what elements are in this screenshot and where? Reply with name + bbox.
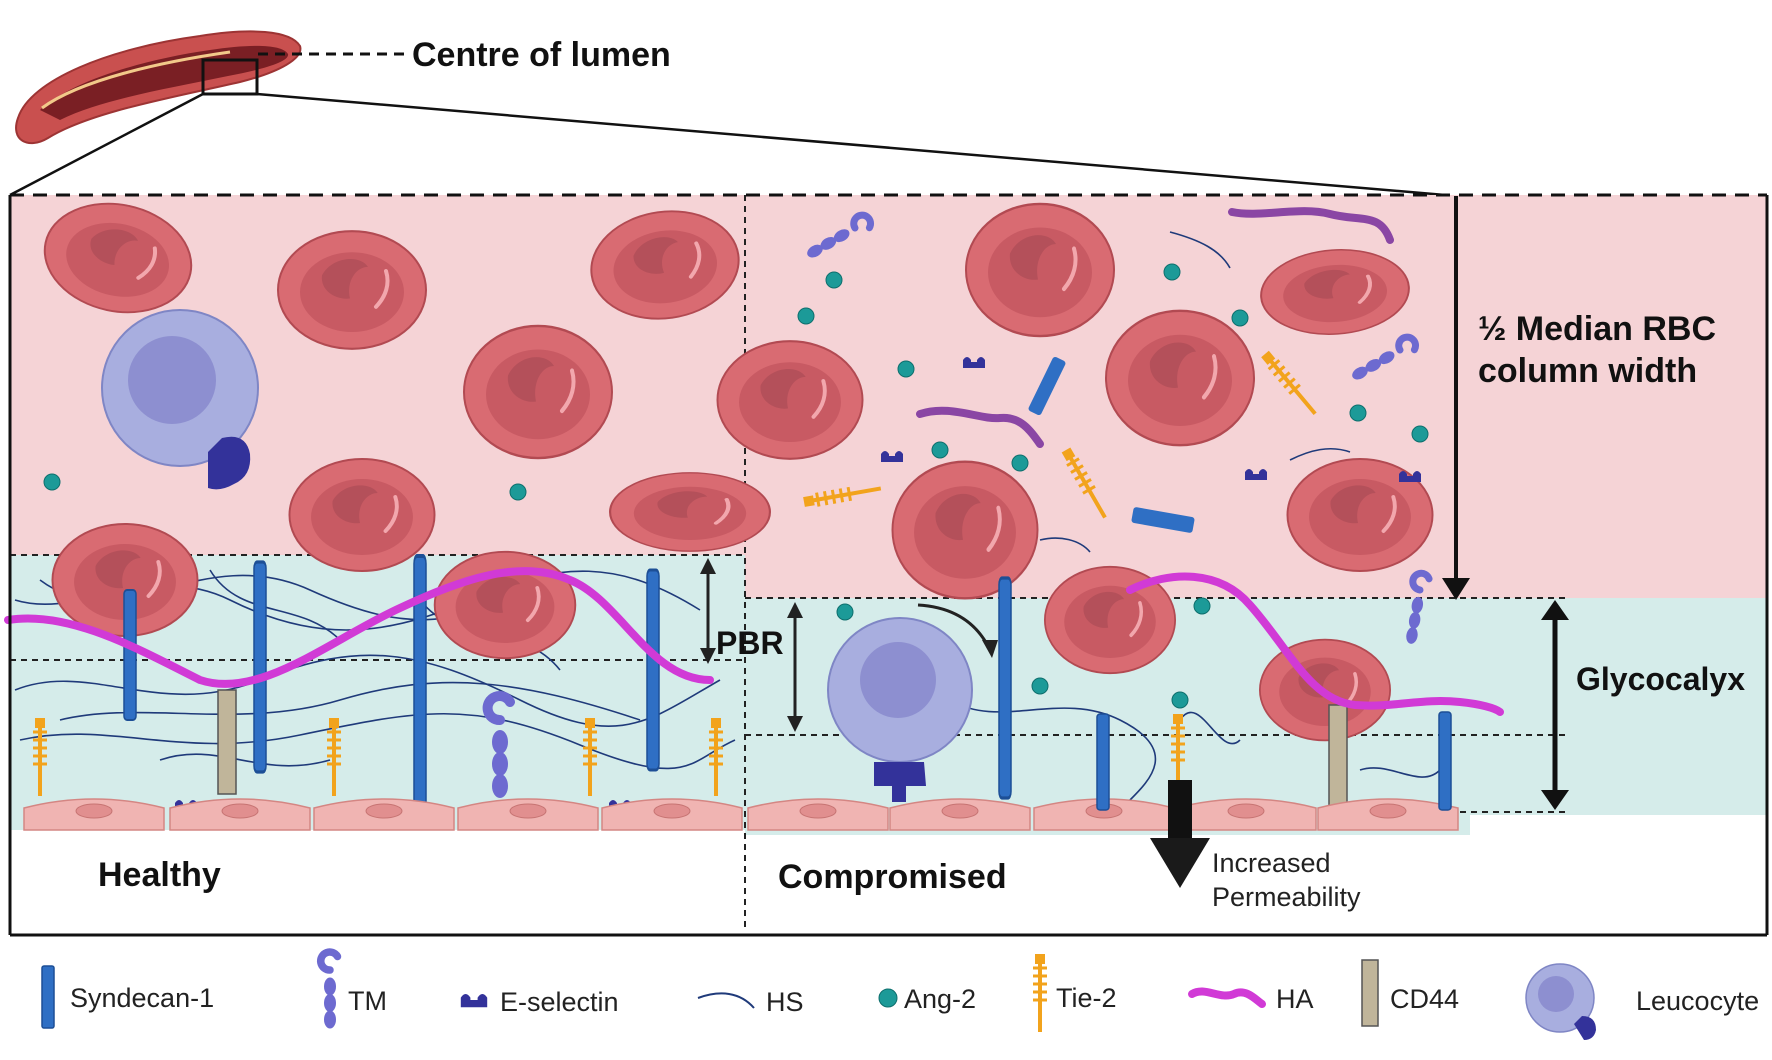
e-selectin-icon xyxy=(460,994,488,1008)
angiopoietin-icon xyxy=(878,988,898,1008)
ang2-dots xyxy=(43,263,1429,709)
pbr-arrow-healthy xyxy=(700,558,716,664)
legend-label-leucocyte: Leucocyte xyxy=(1636,986,1759,1016)
tie2-receptor-icon xyxy=(1031,952,1049,1034)
cd44-icon xyxy=(1361,959,1379,1027)
leucocyte-healthy xyxy=(101,309,259,490)
legend-label-e-selectin: E-selectin xyxy=(500,987,619,1017)
zoom-box xyxy=(201,58,259,96)
legend-label-cd44: CD44 xyxy=(1390,984,1459,1014)
cd44-healthy xyxy=(217,689,237,795)
cd44-compromised xyxy=(1328,704,1348,812)
rbc-column-arrow xyxy=(1442,196,1470,600)
legend-label-ang2: Ang-2 xyxy=(904,984,976,1014)
ha-healthy xyxy=(4,567,714,688)
rbc-column-label-line1: ½ Median RBC xyxy=(1478,310,1716,348)
ha-compromised xyxy=(1126,572,1504,716)
healthy-label: Healthy xyxy=(98,856,221,894)
legend-label-hs: HS xyxy=(766,987,804,1017)
vessel-thumbnail xyxy=(15,30,302,145)
thrombomodulin-icon xyxy=(321,952,338,1028)
pbr-label: PBR xyxy=(716,625,784,661)
compromised-label: Compromised xyxy=(778,858,1007,896)
leucocyte-icon xyxy=(1525,963,1596,1040)
syndecan-icon xyxy=(41,965,55,1029)
glycocalyx-label: Glycocalyx xyxy=(1576,661,1745,697)
legend-label-tm: TM xyxy=(348,986,387,1016)
legend-label-ha: HA xyxy=(1276,984,1314,1014)
glycocalyx-arrow xyxy=(1541,600,1569,810)
centre-of-lumen-label: Centre of lumen xyxy=(412,36,671,74)
permeability-arrow xyxy=(1150,780,1210,888)
legend: Syndecan-1 TM E-selectin HS Ang-2 Tie-2 … xyxy=(41,952,1759,1040)
legend-label-tie2: Tie-2 xyxy=(1056,983,1117,1013)
legend-label-syndecan: Syndecan-1 xyxy=(70,983,214,1013)
heparan-sulfate-icon xyxy=(697,992,755,1009)
hyaluronan-icon xyxy=(1188,987,1266,1008)
permeability-label-line1: Increased xyxy=(1212,848,1331,878)
pbr-arrow-compromised xyxy=(787,602,803,732)
permeability-label-line2: Permeability xyxy=(1212,882,1361,912)
leucocyte-compromised xyxy=(827,603,998,802)
shed-glycocalyx-fragments xyxy=(803,207,1430,645)
hs-fibres-compromised xyxy=(949,231,1441,801)
rbc-column-label-line2: column width xyxy=(1478,352,1697,390)
